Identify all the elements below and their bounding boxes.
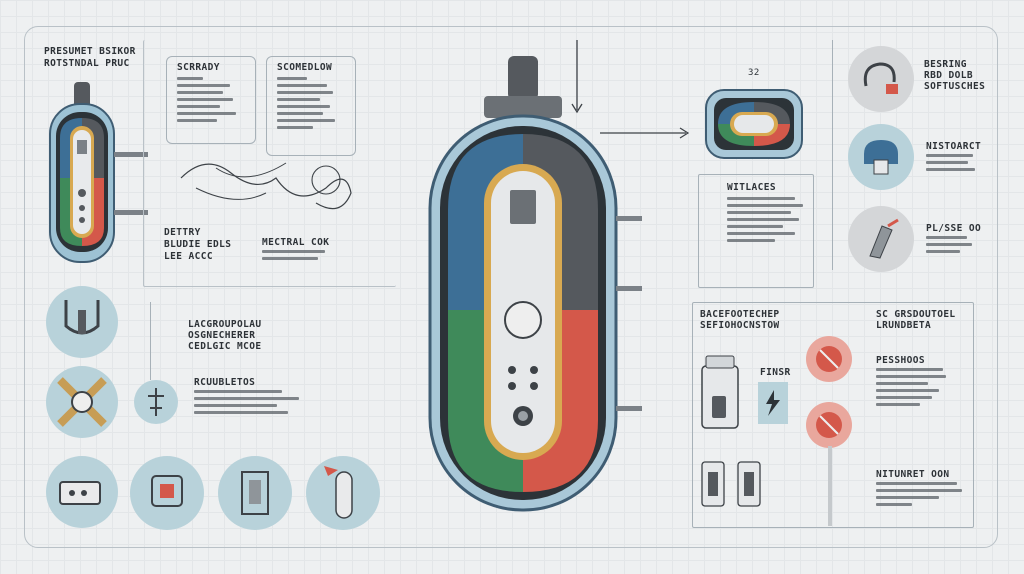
- witlaces-heading: WITLACES: [727, 182, 776, 193]
- dettry-line-3: LEE ACCC: [164, 251, 213, 262]
- bottom-right-panel: [692, 302, 974, 528]
- fan-icon: [57, 377, 107, 427]
- main-device-diagram: [428, 40, 642, 512]
- nitunret-heading: NITUNRET OON: [876, 469, 950, 480]
- fan-icon-circle: [46, 366, 118, 438]
- box-a-text-lines: [177, 73, 243, 126]
- title-line-2: ROTSTNDAL PRUC: [44, 58, 130, 69]
- rcuubletos-heading: RCUUBLETOS: [194, 377, 256, 388]
- besring-line-3: SOFTUSCHES: [924, 81, 986, 92]
- plsse-heading: PL/SSE OO: [926, 223, 982, 234]
- scribble-sketch: [180, 162, 352, 210]
- warning-icon: [816, 346, 842, 372]
- hand-tool-icon: [863, 62, 898, 94]
- battery-component: [701, 355, 739, 429]
- plsse-text-lines: [926, 232, 974, 257]
- outer-frame: [24, 26, 998, 548]
- nistoarct-heading: NISTOARCT: [926, 141, 982, 152]
- arrow-to-top-device: [600, 127, 690, 139]
- flag-icon: [324, 466, 353, 519]
- lightning-card: [758, 382, 788, 424]
- sc-line-2: LRUNDBETA: [876, 320, 932, 331]
- assembly-icon: [151, 475, 183, 507]
- small-device-diagram: [49, 82, 148, 263]
- hand-tool-icon-circle: [848, 46, 914, 112]
- valve-icon-circle: [134, 380, 178, 424]
- mectral-text-lines: [262, 246, 332, 264]
- plug-icon-circle: [848, 206, 914, 272]
- pump-icon: [864, 140, 898, 175]
- title-line-1: PRESUMET BSIKOR: [44, 46, 136, 57]
- mectral-heading: MECTRAL COK: [262, 237, 330, 248]
- bracket-frame-left: [143, 40, 396, 287]
- center-badge-number: 32: [748, 68, 760, 78]
- witlaces-box: WITLACES: [698, 174, 814, 288]
- bacer-line-2: SEFIOHOCNSTOW: [700, 320, 780, 331]
- besring-line-1: BESRING: [924, 59, 967, 70]
- info-box-a: SCRRADY: [166, 56, 256, 144]
- dettry-line-1: DETTRY: [164, 227, 201, 238]
- bacer-line-1: BACEFOOTECHEP: [700, 309, 780, 320]
- nitunret-text-lines: [876, 478, 966, 510]
- rcuubletos-text-lines: [194, 386, 304, 418]
- circuit-icon-circle: [218, 456, 292, 530]
- sc-line-1: SC GRSDOUTOEL: [876, 309, 956, 320]
- clamp-icon: [64, 300, 100, 335]
- connector-line-left: [150, 302, 151, 380]
- box-b-text-lines: [277, 73, 343, 133]
- cable-line: [828, 446, 832, 526]
- pump-icon-circle: [848, 124, 914, 190]
- lacgroup-line-2: OSGNECHERER: [188, 330, 256, 341]
- plug-icon: [869, 218, 899, 259]
- dettry-line-2: BLUDIE EDLS: [164, 239, 232, 250]
- warning-icon-circle-1: [806, 336, 852, 382]
- finsr-heading: FINSR: [760, 367, 791, 378]
- besring-line-2: RBD DOLB: [924, 70, 973, 81]
- lightning-icon: [766, 390, 780, 416]
- info-box-b: SCOMEDLOW: [266, 56, 356, 156]
- circuit-icon: [241, 471, 269, 515]
- warning-icon: [816, 412, 842, 438]
- box-a-heading: SCRRADY: [177, 62, 220, 73]
- flag-icon-circle: [306, 456, 380, 530]
- nistoarct-text-lines: [926, 150, 978, 175]
- pesshoos-text-lines: [876, 364, 950, 410]
- clamp-icon-circle: [46, 286, 118, 358]
- lacgroup-line-1: LACGROUPOLAU: [188, 319, 262, 330]
- right-column-divider: [832, 40, 833, 270]
- cell-components: [701, 461, 761, 507]
- warning-icon-circle-2: [806, 402, 852, 448]
- assembly-icon-circle: [130, 456, 204, 530]
- top-right-device: [705, 89, 803, 159]
- box-b-heading: SCOMEDLOW: [277, 62, 333, 73]
- witlaces-text-lines: [727, 193, 807, 246]
- valve-icon: [148, 388, 164, 416]
- connector-icon: [59, 481, 101, 505]
- connector-icon-circle: [46, 456, 118, 528]
- lacgroup-line-3: CEDLGIC MCOE: [188, 341, 262, 352]
- pesshoos-heading: PESSHOOS: [876, 355, 925, 366]
